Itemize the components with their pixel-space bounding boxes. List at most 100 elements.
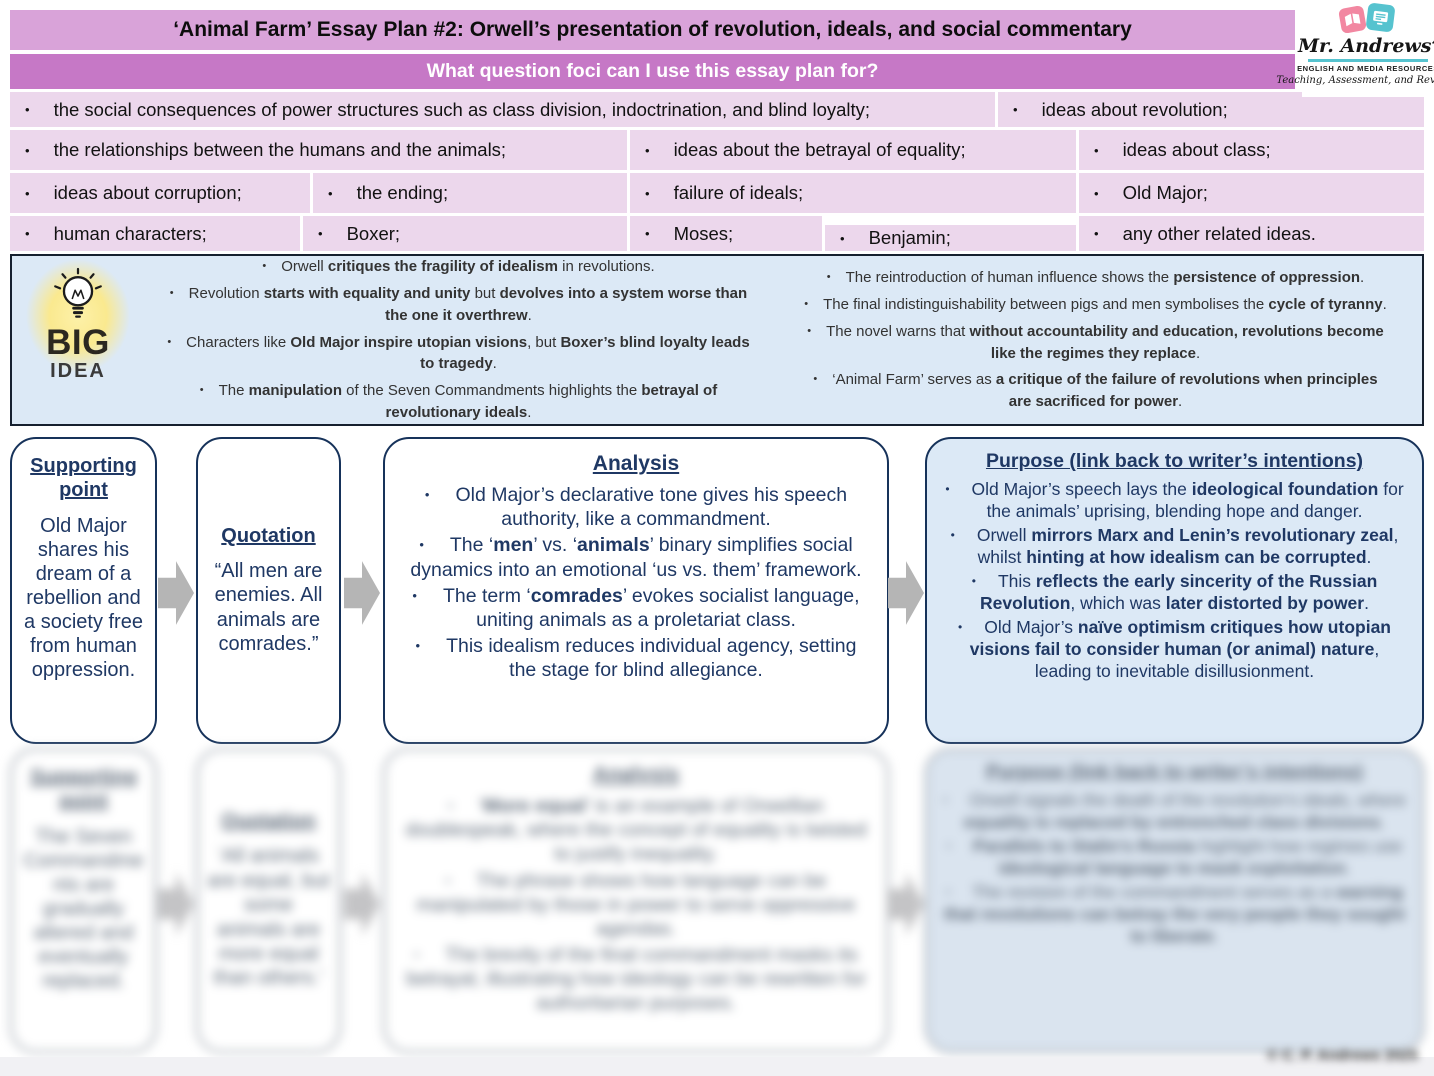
bullet-marker: •: [840, 230, 845, 246]
foci-cell: • any other related ideas.: [1079, 216, 1424, 251]
bullet-marker: •: [25, 142, 30, 158]
bullet-marker: •: [945, 885, 951, 900]
big-idea-panel: BIG IDEA •Orwell critiques the fragility…: [10, 254, 1424, 426]
bullet-marker: •: [1094, 226, 1099, 241]
idea-label: IDEA: [50, 360, 106, 382]
flow-arrow-icon: [344, 561, 380, 625]
bullet-marker: •: [1013, 102, 1018, 117]
bullet-item: •Old Major’s naïve optimism critiques ho…: [958, 617, 1391, 682]
quotation-body: “All men are enemies. All animals are co…: [214, 559, 323, 655]
bullet-item: •Characters like Old Major inspire utopi…: [167, 333, 750, 373]
big-idea-badge: BIG IDEA: [16, 259, 140, 421]
bullet-marker: •: [813, 373, 818, 386]
bullet-item: •‘More equal’ is an example of Orwellian…: [405, 795, 867, 866]
big-label: BIG: [46, 323, 110, 362]
bullet-item: •The brevity of the final commandment ma…: [406, 944, 866, 1015]
foci-cell-label: failure of ideals;: [673, 182, 804, 203]
logo-icons: [1337, 2, 1399, 34]
lightbulb-icon: [54, 267, 102, 318]
foci-cell: • human characters;: [10, 216, 300, 251]
bullet-item: •Orwell signals the death of the revolut…: [943, 790, 1406, 833]
bullet-item: •The phrase shows how language can be ma…: [416, 869, 856, 940]
analysis-card: Analysis •‘More equal’ is an example of …: [383, 748, 889, 1053]
foci-cell: •Benjamin;: [825, 216, 1076, 251]
screen-icon: [1365, 2, 1396, 33]
bullet-marker: •: [448, 798, 453, 813]
logo-subtitle: ENGLISH AND MEDIA RESOURCES: [1297, 64, 1434, 73]
quotation-card: Quotation ‘All animals are equal, but so…: [196, 748, 341, 1053]
bullet-marker: •: [1094, 185, 1099, 201]
plan-row-1: Supporting point Old Major shares his dr…: [0, 437, 1434, 744]
foci-cell-label: the relationships between the humans and…: [53, 139, 507, 160]
bullet-marker: •: [945, 482, 950, 496]
foci-cell: •ideas about corruption;: [10, 173, 310, 213]
analysis-header: Analysis: [592, 763, 680, 786]
supporting-point-header: Supporting point: [30, 455, 137, 502]
page-title: ‘Animal Farm’ Essay Plan #2: Orwell’s pr…: [10, 10, 1295, 50]
bullet-item: •The manipulation of the Seven Commandme…: [199, 382, 718, 421]
bullet-marker: •: [943, 793, 948, 807]
bullet-marker: •: [950, 528, 955, 543]
footer-strip: [0, 1057, 1434, 1076]
bullet-item: •The novel warns that without accountabi…: [807, 322, 1384, 362]
analysis-header: Analysis: [592, 452, 680, 475]
foci-row: • the social consequences of power struct…: [10, 92, 1424, 127]
bullet-marker: •: [167, 335, 172, 348]
foci-row: •human characters;•Boxer;•Moses;•Benjami…: [10, 216, 1424, 251]
foci-cell: • failure of ideals;: [630, 173, 1076, 213]
foci-cell: •Boxer;: [303, 216, 627, 251]
question-foci-table: • the social consequences of power struct…: [10, 92, 1424, 251]
supporting-point-body: The Seven Commandments are gradually alt…: [23, 825, 144, 992]
question-foci-header: What question foci can I use this essay …: [10, 54, 1295, 89]
quotation-header: Quotation: [221, 524, 316, 547]
bullet-marker: •: [826, 271, 831, 284]
bullet-marker: •: [25, 226, 30, 241]
foci-cell: •ideas about the betrayal of equality;: [630, 130, 1076, 170]
bullet-item: •Orwell mirrors Marx and Lenin’s revolut…: [950, 525, 1399, 568]
bullet-marker: •: [424, 487, 430, 502]
brand-logo: Mr. Andrews’ ENGLISH AND MEDIA RESOURCES…: [1276, 0, 1434, 97]
bullet-marker: •: [445, 872, 451, 888]
bullet-marker: •: [645, 185, 650, 201]
bullet-marker: •: [1094, 142, 1099, 158]
foci-cell: • the relationships between the humans an…: [10, 130, 627, 170]
plan-row-2-blurred: Supporting point The Seven Commandments …: [0, 748, 1434, 1053]
analysis-card: Analysis •Old Major’s declarative tone g…: [383, 437, 889, 744]
foci-cell: • ideas about class;: [1079, 130, 1424, 170]
bullet-item: •Old Major’s declarative tone gives his …: [424, 484, 848, 531]
foci-cell: •Old Major;: [1079, 173, 1424, 213]
foci-cell: • Moses;: [630, 216, 822, 251]
foci-cell-label: Boxer;: [346, 222, 401, 244]
foci-cell-label: ideas about the betrayal of equality;: [673, 139, 966, 160]
bullet-marker: •: [645, 226, 650, 241]
bullet-item: •Old Major’s speech lays the ideological…: [945, 479, 1404, 522]
foci-cell: •the ending;: [313, 173, 627, 213]
bullet-marker: •: [419, 537, 424, 553]
logo-name: Mr. Andrews’: [1297, 35, 1434, 57]
foci-cell: •the social consequences of power struct…: [10, 92, 995, 127]
quotation-body: ‘All animals are equal, but some animals…: [207, 845, 330, 990]
foci-cell-label: ideas about class;: [1122, 139, 1271, 160]
supporting-point-body: Old Major shares his dream of a rebellio…: [24, 514, 143, 681]
foci-cell-label: human characters;: [53, 222, 207, 244]
foci-cell: •ideas about revolution;: [998, 92, 1424, 127]
foci-row: • the relationships between the humans an…: [10, 130, 1424, 170]
bullet-item: •The term ‘comrades’ evokes socialist la…: [412, 584, 860, 631]
bullet-marker: •: [804, 298, 809, 310]
foci-cell-label: the ending;: [356, 182, 449, 203]
bullet-item: •Orwell critiques the fragility of ideal…: [262, 258, 655, 276]
foci-cell-label: Moses;: [673, 222, 734, 244]
bullet-marker: •: [946, 839, 951, 854]
bullet-marker: •: [199, 384, 204, 397]
supporting-point-card: Supporting point The Seven Commandments …: [10, 748, 157, 1053]
bullet-marker: •: [412, 587, 417, 603]
supporting-point-header: Supporting point: [30, 766, 137, 813]
bullet-marker: •: [971, 574, 976, 589]
big-idea-left-column: •Orwell critiques the fragility of ideal…: [140, 258, 777, 421]
bullet-item: •The final indistinguishability between …: [804, 296, 1387, 313]
foci-cell-label: the social consequences of power structu…: [53, 98, 871, 120]
bullet-marker: •: [414, 947, 419, 963]
foci-cell-label: any other related ideas.: [1122, 222, 1316, 244]
bullet-item: •Revolution starts with equality and uni…: [169, 285, 748, 324]
